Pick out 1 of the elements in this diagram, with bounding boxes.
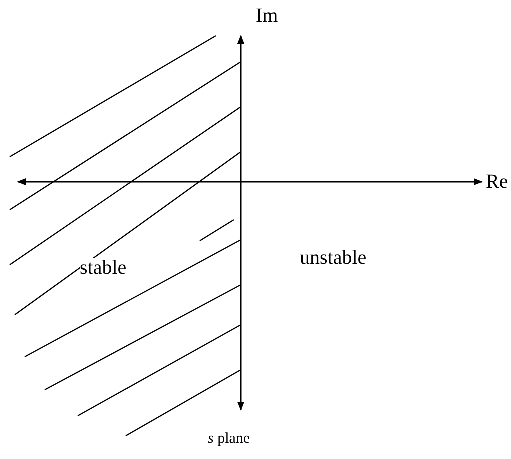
plane-caption: s plane: [208, 432, 250, 447]
